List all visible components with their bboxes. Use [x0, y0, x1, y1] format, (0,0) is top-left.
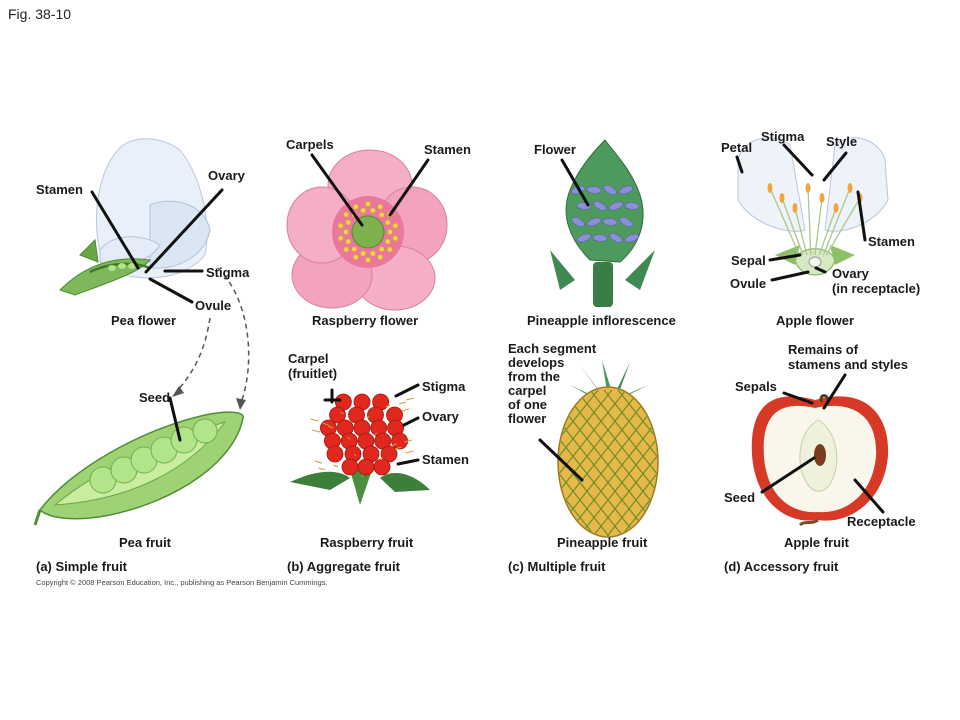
label-pea-ovule: Ovule — [195, 298, 232, 313]
copyright-notice: Copyright © 2008 Pearson Education, Inc.… — [36, 578, 328, 587]
caption-rasp-fruit: Raspberry fruit — [320, 535, 414, 550]
leader-lines — [90, 143, 885, 514]
leader-rasp-stamen-fruit — [396, 458, 420, 466]
label-rasp-ovary: Ovary — [422, 409, 459, 424]
label-apple-ovary: Ovary (in receptacle) — [832, 266, 921, 296]
label-apple-ovule: Ovule — [730, 276, 767, 291]
pea-pod-illustration — [33, 411, 244, 526]
label-apple-sepals: Sepals — [735, 379, 777, 394]
panel-caption-multiple-fruit: (c) Multiple fruit — [508, 559, 606, 574]
apple-fruit-illustration — [751, 394, 889, 527]
label-pea-stigma: Stigma — [206, 265, 250, 280]
label-apple-style: Style — [826, 134, 858, 149]
label-apple-stigma: Stigma — [761, 129, 805, 144]
leader-apple-stigma — [782, 143, 814, 177]
leader-pea-seed — [168, 396, 182, 442]
leader-rasp-stamen-flower — [388, 158, 430, 217]
leader-pea-stamen — [90, 190, 140, 270]
leader-rasp-stigma — [394, 383, 420, 398]
label-apple-sepal: Sepal — [731, 253, 766, 268]
label-pea-stamen: Stamen — [36, 182, 83, 197]
caption-pine-inflorescence: Pineapple inflorescence — [527, 313, 676, 328]
leader-apple-seed — [760, 456, 816, 494]
leader-apple-ovary — [814, 266, 827, 274]
leader-apple-petal — [735, 155, 744, 174]
panel-caption-accessory-fruit: (d) Accessory fruit — [724, 559, 839, 574]
leader-apple-receptacle — [853, 478, 885, 514]
leader-pea-ovary — [144, 188, 224, 274]
caption-rasp-flower: Raspberry flower — [312, 313, 419, 328]
panel-caption-aggregate-fruit: (b) Aggregate fruit — [287, 559, 400, 574]
label-apple-remains: Remains of stamens and styles — [788, 342, 908, 372]
label-rasp-stamen-flower: Stamen — [424, 142, 471, 157]
caption-apple-fruit: Apple fruit — [784, 535, 849, 550]
label-rasp-stigma: Stigma — [422, 379, 466, 394]
pea-arrow-ovary — [217, 267, 250, 401]
leader-apple-remains — [822, 373, 847, 410]
pea-arrow-ovule — [177, 317, 211, 391]
leader-apple-style — [822, 151, 848, 182]
label-apple-receptacle: Receptacle — [847, 514, 916, 529]
apple-flower-stamens — [767, 183, 863, 256]
leader-apple-ovule — [770, 270, 810, 282]
label-rasp-stamen-fruit: Stamen — [422, 452, 469, 467]
raspberry-flower-illustration — [286, 149, 448, 311]
leader-pine-flower — [560, 158, 590, 207]
label-rasp-carpel-fruitlet: Carpel (fruitlet) — [288, 351, 338, 381]
raspberry-fruit-illustration — [290, 393, 430, 505]
leader-pine-segment — [538, 438, 584, 482]
caption-pine-fruit: Pineapple fruit — [557, 535, 648, 550]
label-pine-flower: Flower — [534, 142, 576, 157]
leader-rasp-carpels — [310, 153, 364, 227]
leader-rasp-ovary — [402, 416, 420, 427]
caption-apple-flower: Apple flower — [776, 313, 855, 328]
label-apple-stamen: Stamen — [868, 234, 915, 249]
panel-caption-simple-fruit: (a) Simple fruit — [36, 559, 128, 574]
label-pine-segment-note: Each segment develops from the carpel of… — [508, 341, 597, 426]
raspberry-stamen-hairs — [310, 397, 415, 478]
pineapple-fruit-illustration — [557, 360, 659, 538]
label-rasp-carpels: Carpels — [286, 137, 334, 152]
caption-pea-flower: Pea flower — [111, 313, 177, 328]
pea-arrow-head-1 — [172, 386, 184, 397]
label-apple-petal: Petal — [721, 140, 753, 155]
figure-number: Fig. 38-10 — [8, 6, 72, 22]
leader-apple-sepals — [782, 391, 814, 405]
pineapple-segments — [559, 389, 657, 536]
leader-apple-stamen — [856, 190, 867, 242]
label-pea-seed: Seed — [139, 390, 171, 405]
caption-pea-fruit: Pea fruit — [119, 535, 172, 550]
label-pea-ovary: Ovary — [208, 168, 245, 183]
leader-pea-ovule — [148, 277, 194, 304]
pea-arrow-head-2 — [236, 398, 246, 410]
leader-apple-sepal — [768, 253, 802, 262]
label-apple-seed: Seed — [724, 490, 756, 505]
raspberry-drupelets — [319, 393, 409, 476]
